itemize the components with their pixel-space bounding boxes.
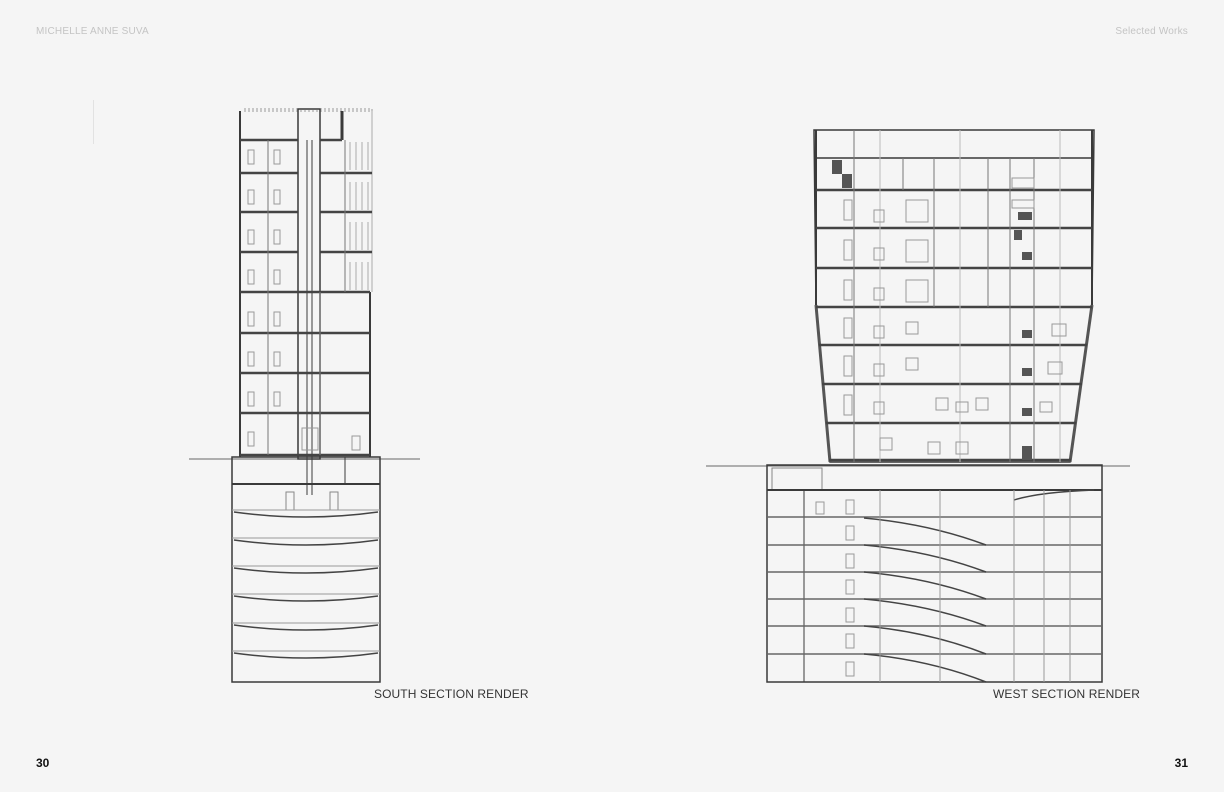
south-section-caption: SOUTH SECTION RENDER [374, 687, 529, 701]
author-name: MICHELLE ANNE SUVA [36, 26, 149, 37]
margin-rule [93, 100, 94, 144]
west-section-caption: WEST SECTION RENDER [993, 687, 1141, 701]
section-title: Selected Works [1115, 26, 1188, 37]
page-number-left: 30 [36, 756, 50, 770]
page-number-right: 31 [1174, 756, 1188, 770]
